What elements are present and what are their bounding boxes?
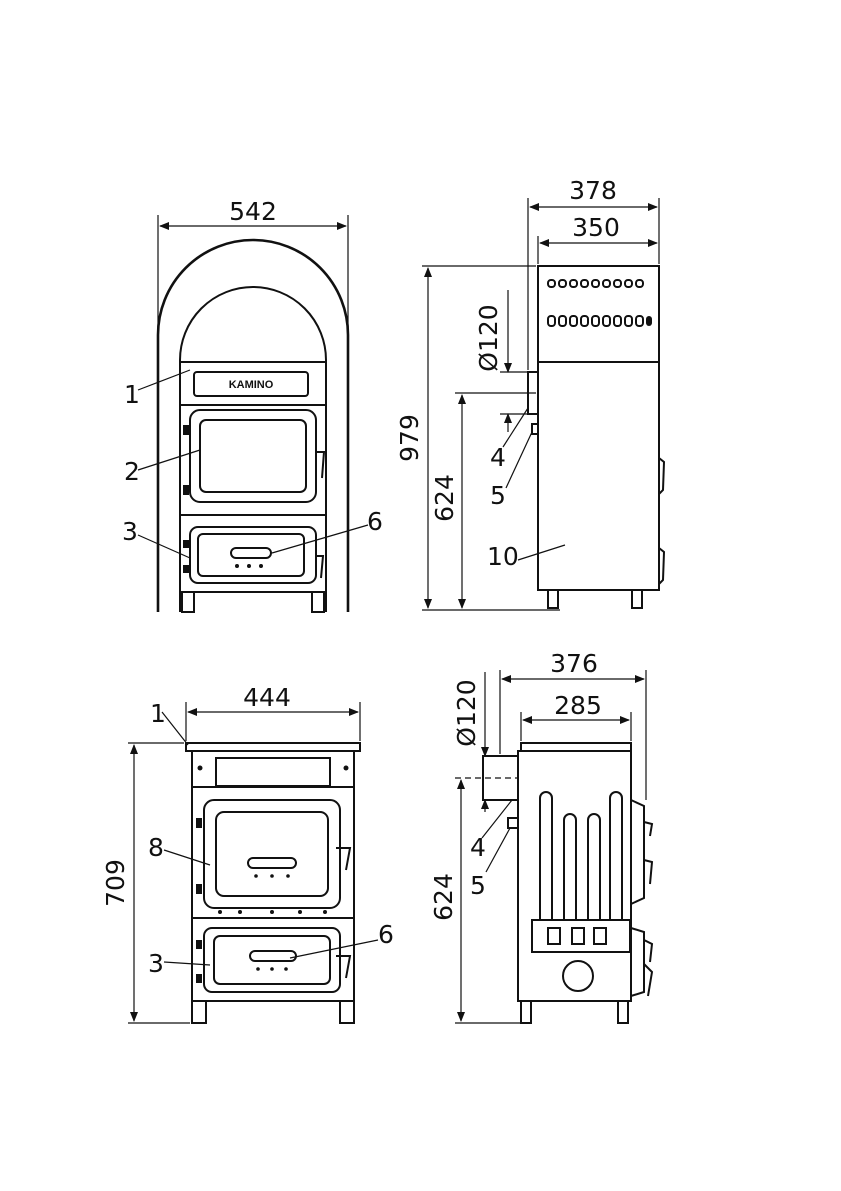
side-view-clad: 378 350 979 624 Ø120 4 5 10 (395, 176, 664, 610)
vent-holes (548, 280, 652, 326)
door-hinge-icon (183, 540, 189, 548)
door-hinge-icon (183, 425, 189, 435)
leg (312, 592, 324, 612)
fire-door (204, 800, 340, 908)
width-dimension: 444 (243, 683, 291, 712)
door-handle-icon (316, 452, 324, 478)
callout-6: 6 (378, 920, 394, 949)
callout-4: 4 (470, 833, 486, 862)
side-view-bare: 376 285 624 Ø120 4 5 (429, 649, 652, 1023)
callout-3: 3 (122, 517, 138, 546)
air-inlet-circle (563, 961, 593, 991)
brand-logo-text: KAMINO (229, 379, 274, 391)
door-hinge-icon (183, 565, 189, 573)
cladding-side-panel (538, 266, 659, 590)
front-view-arched: KAMINO 542 1 2 3 6 (122, 197, 383, 612)
secondary-air-inlet (508, 818, 518, 828)
callout-4: 4 (490, 443, 506, 472)
height-dimension: 709 (101, 859, 130, 907)
callout-6: 6 (367, 507, 383, 536)
air-regulator (248, 858, 296, 868)
flue-height-dimension: 624 (430, 474, 459, 522)
callout-2: 2 (124, 457, 140, 486)
callout-5: 5 (470, 871, 486, 900)
fire-door (190, 410, 316, 502)
fire-door-profile (631, 800, 644, 904)
depth-outer-dimension: 376 (550, 649, 598, 678)
door-hinge-icon (183, 485, 189, 495)
flue-height-dimension: 624 (429, 873, 458, 921)
callout-1: 1 (150, 699, 166, 728)
depth-outer-dimension: 378 (569, 176, 617, 205)
top-plate (186, 743, 360, 751)
width-dimension: 542 (229, 197, 277, 226)
callout-10: 10 (487, 542, 519, 571)
callout-5: 5 (490, 481, 506, 510)
flue-diameter-dimension: Ø120 (474, 304, 503, 371)
front-view-bare: 444 709 1 8 3 6 (101, 683, 394, 1023)
flue-diameter-dimension: Ø120 (452, 679, 481, 746)
secondary-air-inlet (532, 424, 538, 434)
callout-3: 3 (148, 949, 164, 978)
leg (182, 592, 194, 612)
depth-inner-dimension: 350 (572, 213, 620, 242)
callout-1: 1 (124, 380, 140, 409)
callout-8: 8 (148, 833, 164, 862)
top-plate (521, 743, 631, 751)
ash-door-profile (631, 928, 644, 996)
air-regulator (231, 548, 271, 558)
side-ribs (532, 792, 630, 952)
upper-panel (216, 758, 330, 786)
depth-inner-dimension: 285 (554, 691, 602, 720)
height-dimension: 979 (395, 414, 424, 462)
